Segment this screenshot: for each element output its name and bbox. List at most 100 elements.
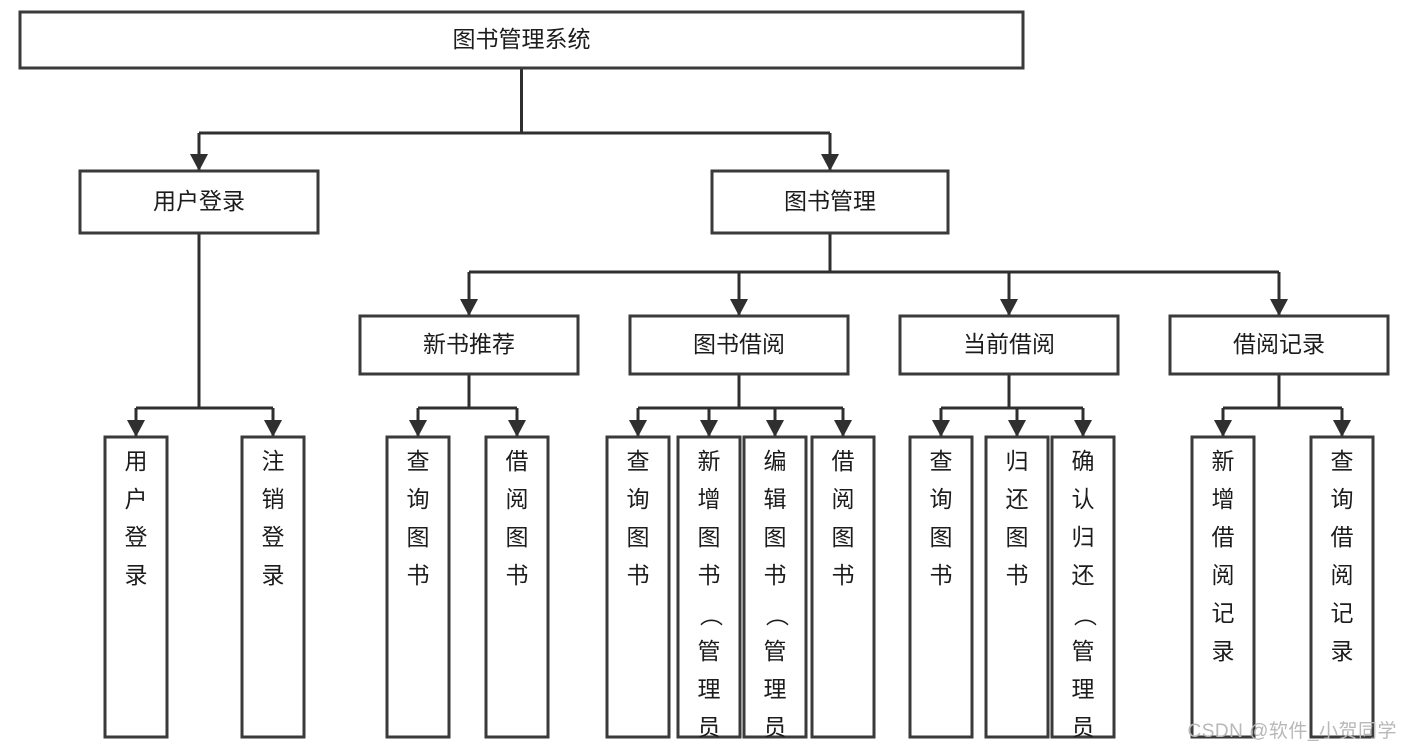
arrow-head-icon [1008,420,1026,437]
node-label-char: 管 [698,638,721,664]
arrow-head-icon [700,420,718,437]
node-label-char: 查 [930,448,953,474]
node-label-char: 新 [698,448,721,474]
node-label-char: 图 [764,524,787,550]
node-label: 借阅记录 [1233,331,1325,357]
node-box[interactable] [710,169,950,235]
node-label-char: 登 [125,524,148,550]
node-box[interactable] [984,435,1050,739]
node-label-char: 书 [930,562,953,588]
node-level3[interactable]: 新书推荐 [358,314,580,376]
arrow-head-icon [1333,420,1351,437]
node-level2[interactable]: 用户登录 [78,169,320,235]
arrow-head-icon [460,299,478,316]
node-label-char: 图 [627,524,650,550]
nodes-layer: 图书管理系统用户登录图书管理新书推荐图书借阅当前借阅借阅记录用户登录注销登录查询… [18,10,1390,747]
node-label-char: 归 [1072,524,1095,550]
node-box[interactable] [605,435,671,739]
node-label-char: 书 [407,562,430,588]
node-label-char: 增 [698,486,721,512]
node-level3[interactable]: 图书借阅 [628,314,850,376]
node-label-char: 员 [698,714,721,740]
node-label-char: 阅 [832,486,855,512]
node-label: 图书管理系统 [453,26,591,52]
node-label-char: 阅 [506,486,529,512]
node-leaf[interactable]: 用户登录 [103,435,169,739]
node-label-char: 编 [764,448,787,474]
node-label-char: 录 [262,562,285,588]
node-label-char: 图 [506,524,529,550]
node-box[interactable] [810,435,876,739]
node-label-char: 借 [1212,524,1235,550]
node-box[interactable] [240,435,306,739]
node-label-char: 录 [1331,638,1354,664]
node-box[interactable] [628,314,850,376]
node-box[interactable] [676,435,742,739]
node-box[interactable] [1050,435,1116,739]
node-root[interactable]: 图书管理系统 [18,10,1025,70]
node-label-char: 书 [698,562,721,588]
node-label-char: 用 [125,448,148,474]
node-box[interactable] [484,435,550,739]
watermark-text: CSDN @软件_小贺同学 [1187,721,1397,742]
node-label-char: 询 [627,486,650,512]
arrow-head-icon [1000,299,1018,316]
node-box[interactable] [103,435,169,739]
node-level3[interactable]: 借阅记录 [1168,314,1390,376]
node-label-char: 借 [1331,524,1354,550]
node-box[interactable] [358,314,580,376]
node-label-char: 记 [1331,600,1354,626]
node-box[interactable] [1190,435,1256,739]
node-box[interactable] [1309,435,1375,739]
node-label-char: 认 [1072,486,1095,512]
node-label: 新书推荐 [423,331,515,357]
arrow-head-icon [730,299,748,316]
node-label-char: 管 [1072,638,1095,664]
node-box[interactable] [1168,314,1390,376]
node-label-char: （ [698,604,724,627]
arrow-head-icon [766,420,784,437]
node-label-char: 图 [407,524,430,550]
node-label-char: 归 [1006,448,1029,474]
node-label-char: 增 [1212,486,1235,512]
node-label: 图书借阅 [693,331,785,357]
node-box[interactable] [898,314,1120,376]
node-label-char: 阅 [1331,562,1354,588]
node-label-char: 管 [764,638,787,664]
node-label-char: 书 [832,562,855,588]
node-box[interactable] [908,435,974,739]
node-label-char: 图 [698,524,721,550]
arrow-head-icon [190,154,208,171]
node-label-char: 辑 [764,486,787,512]
node-label-char: 录 [1212,638,1235,664]
node-level2[interactable]: 图书管理 [710,169,950,235]
node-box[interactable] [78,169,320,235]
arrow-head-icon [127,420,145,437]
node-label: 用户登录 [153,188,245,214]
node-label-char: 销 [262,486,285,512]
node-label-char: 员 [1072,714,1095,740]
arrow-head-icon [409,420,427,437]
node-label-char: （ [1072,604,1098,627]
node-box[interactable] [742,435,808,739]
node-box[interactable] [18,10,1025,70]
node-label-char: 书 [627,562,650,588]
arrow-head-icon [1270,299,1288,316]
node-box[interactable] [385,435,451,739]
node-label-char: 书 [764,562,787,588]
node-level3[interactable]: 当前借阅 [898,314,1120,376]
